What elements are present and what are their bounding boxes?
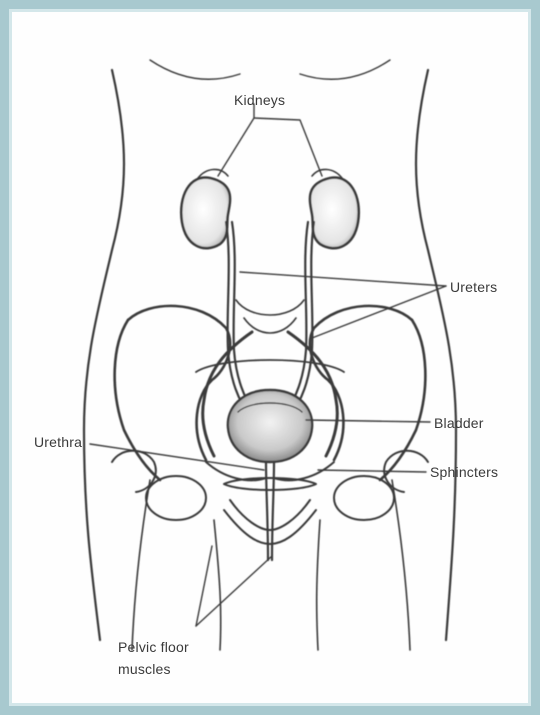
label-kidneys: Kidneys xyxy=(234,92,285,108)
label-urethra: Urethra xyxy=(34,434,82,450)
kidneys xyxy=(181,169,359,248)
label-pelvic-floor-muscles: Pelvic floor muscles xyxy=(118,636,189,680)
label-ureters: Ureters xyxy=(450,279,497,295)
label-sphincters: Sphincters xyxy=(430,464,498,480)
urethra xyxy=(266,462,274,560)
body-outline xyxy=(84,60,456,650)
label-bladder: Bladder xyxy=(434,415,484,431)
label-pelvic-floor-line1: Pelvic floor xyxy=(118,636,189,658)
sphincters xyxy=(224,478,316,490)
pelvic-floor-muscles xyxy=(224,500,316,544)
label-pelvic-floor-line2: muscles xyxy=(118,658,189,680)
bladder xyxy=(228,390,312,462)
